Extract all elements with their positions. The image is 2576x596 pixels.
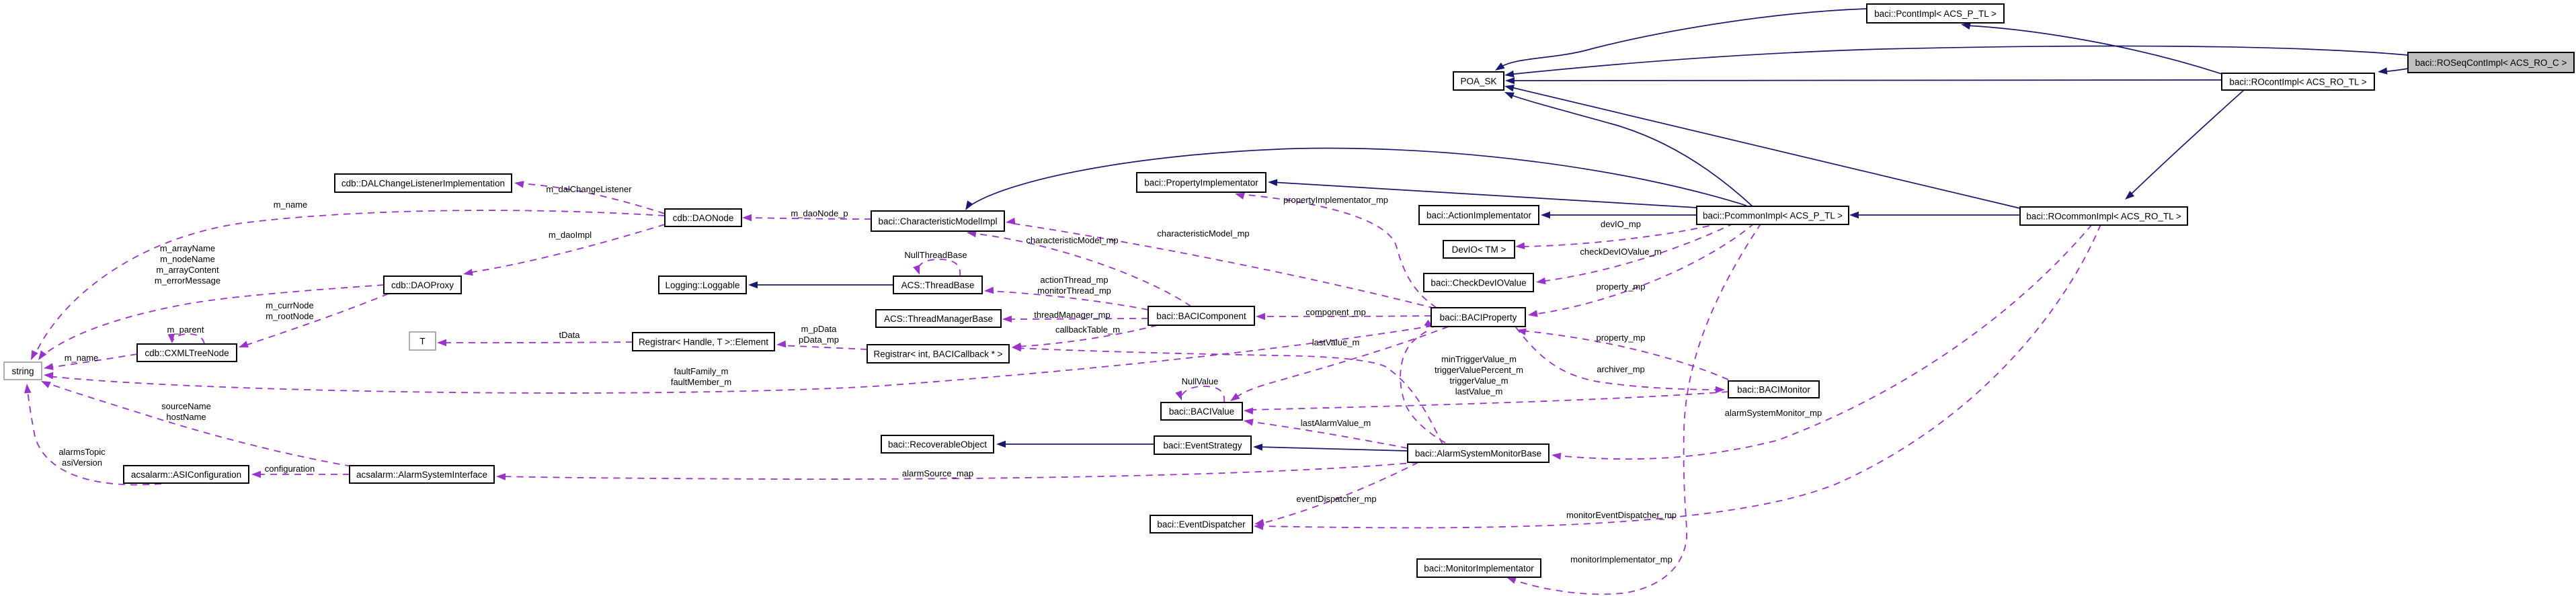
svg-text:callbackTable_m: callbackTable_m	[1055, 325, 1120, 335]
svg-text:characteristicModel_mp: characteristicModel_mp	[1157, 228, 1249, 239]
svg-text:POA_SK: POA_SK	[1460, 77, 1496, 87]
svg-text:acsalarm::ASIConfiguration: acsalarm::ASIConfiguration	[131, 470, 241, 480]
svg-text:faultMember_m: faultMember_m	[671, 377, 731, 387]
svg-text:baci::EventStrategy: baci::EventStrategy	[1163, 441, 1242, 451]
svg-text:cdb::DAOProxy: cdb::DAOProxy	[391, 280, 454, 290]
svg-text:lastAlarmValue_m: lastAlarmValue_m	[1301, 418, 1371, 428]
svg-text:Registrar< int, BACICallback *: Registrar< int, BACICallback * >	[873, 349, 1002, 359]
svg-text:m_dalChangeListener: m_dalChangeListener	[546, 184, 632, 194]
svg-text:m_daoNode_p: m_daoNode_p	[791, 208, 848, 218]
svg-text:pData_mp: pData_mp	[799, 335, 839, 345]
svg-text:actionThread_mp: actionThread_mp	[1040, 275, 1108, 285]
svg-text:m_errorMessage: m_errorMessage	[155, 275, 220, 286]
svg-text:asiVersion: asiVersion	[62, 458, 102, 468]
svg-text:baci::ROcontImpl< ACS_RO_TL >: baci::ROcontImpl< ACS_RO_TL >	[2229, 77, 2366, 87]
svg-text:cdb::DALChangeListenerImplemen: cdb::DALChangeListenerImplementation	[341, 179, 505, 189]
svg-text:T: T	[419, 337, 425, 347]
svg-text:m_arrayContent: m_arrayContent	[156, 265, 219, 275]
svg-text:baci::RecoverableObject: baci::RecoverableObject	[888, 439, 987, 450]
svg-text:m_currNode: m_currNode	[266, 300, 314, 310]
svg-text:Logging::Loggable: Logging::Loggable	[665, 280, 739, 290]
svg-text:minTriggerValue_m: minTriggerValue_m	[1441, 354, 1517, 364]
svg-text:Registrar< Handle, T >::Elemen: Registrar< Handle, T >::Element	[639, 337, 768, 347]
svg-text:alarmSystemMonitor_mp: alarmSystemMonitor_mp	[1725, 408, 1822, 418]
svg-text:baci::MonitorImplementator: baci::MonitorImplementator	[1424, 564, 1534, 574]
svg-text:property_mp: property_mp	[1597, 282, 1646, 292]
svg-text:triggerValuePercent_m: triggerValuePercent_m	[1435, 365, 1523, 375]
svg-text:monitorImplementator_mp: monitorImplementator_mp	[1570, 554, 1673, 564]
svg-text:lastValue_m: lastValue_m	[1312, 337, 1360, 347]
svg-text:monitorEventDispatcher_mp: monitorEventDispatcher_mp	[1566, 510, 1677, 520]
svg-text:archiver_mp: archiver_mp	[1597, 364, 1645, 374]
svg-text:m_arrayName: m_arrayName	[160, 243, 215, 253]
svg-text:baci::PcommonImpl< ACS_P_TL >: baci::PcommonImpl< ACS_P_TL >	[1703, 211, 1843, 221]
svg-text:NullThreadBase: NullThreadBase	[904, 250, 967, 260]
svg-text:ACS::ThreadManagerBase: ACS::ThreadManagerBase	[884, 314, 993, 324]
svg-text:faultFamily_m: faultFamily_m	[674, 366, 729, 376]
svg-text:baci::ROcommonImpl< ACS_RO_TL: baci::ROcommonImpl< ACS_RO_TL >	[2026, 212, 2181, 222]
svg-text:baci::AlarmSystemMonitorBase: baci::AlarmSystemMonitorBase	[1415, 449, 1541, 459]
svg-text:component_mp: component_mp	[1305, 307, 1366, 317]
svg-text:m_pData: m_pData	[801, 324, 838, 334]
svg-text:alarmsTopic: alarmsTopic	[58, 447, 106, 457]
svg-text:m_name: m_name	[274, 200, 308, 210]
svg-text:alarmSource_map: alarmSource_map	[902, 468, 973, 478]
svg-text:NullValue: NullValue	[1182, 376, 1219, 386]
svg-text:baci::EventDispatcher: baci::EventDispatcher	[1157, 519, 1246, 529]
svg-text:m_rootNode: m_rootNode	[266, 311, 314, 321]
svg-text:baci::BACIProperty: baci::BACIProperty	[1440, 312, 1517, 323]
svg-text:ACS::ThreadBase: ACS::ThreadBase	[901, 280, 975, 290]
svg-text:characteristicModel_mp: characteristicModel_mp	[1026, 235, 1118, 245]
svg-text:propertyImplementator_mp: propertyImplementator_mp	[1283, 195, 1388, 205]
svg-text:baci::BACIComponent: baci::BACIComponent	[1156, 311, 1246, 321]
svg-text:baci::BACIMonitor: baci::BACIMonitor	[1737, 385, 1810, 395]
svg-text:devIO_mp: devIO_mp	[1601, 219, 1641, 229]
svg-text:m_name: m_name	[65, 353, 99, 363]
svg-text:baci::PropertyImplementator: baci::PropertyImplementator	[1144, 178, 1258, 188]
svg-text:acsalarm::AlarmSystemInterface: acsalarm::AlarmSystemInterface	[356, 470, 487, 480]
svg-text:string: string	[11, 366, 34, 376]
svg-text:m_daoImpl: m_daoImpl	[549, 230, 592, 240]
svg-text:eventDispatcher_mp: eventDispatcher_mp	[1296, 494, 1376, 504]
svg-text:baci::CharacteristicModelImpl: baci::CharacteristicModelImpl	[878, 216, 997, 226]
svg-text:m_nodeName: m_nodeName	[160, 254, 215, 264]
svg-text:sourceName: sourceName	[161, 401, 211, 411]
svg-text:hostName: hostName	[166, 412, 206, 422]
svg-text:tData: tData	[559, 330, 580, 340]
svg-text:property_mp: property_mp	[1597, 333, 1646, 343]
svg-text:lastValue_m: lastValue_m	[1455, 386, 1503, 396]
svg-text:baci::ActionImplementator: baci::ActionImplementator	[1426, 210, 1532, 220]
svg-text:checkDevIOValue_m: checkDevIOValue_m	[1580, 247, 1661, 257]
svg-text:threadManager_mp: threadManager_mp	[1034, 310, 1110, 320]
svg-text:baci::CheckDevIOValue: baci::CheckDevIOValue	[1431, 278, 1526, 288]
svg-text:triggerValue_m: triggerValue_m	[1449, 376, 1508, 386]
svg-text:cdb::DAONode: cdb::DAONode	[673, 213, 734, 223]
svg-text:monitorThread_mp: monitorThread_mp	[1037, 286, 1111, 296]
svg-text:DevIO< TM >: DevIO< TM >	[1452, 245, 1506, 255]
svg-text:configuration: configuration	[265, 464, 315, 474]
svg-text:baci::BACIValue: baci::BACIValue	[1169, 407, 1234, 417]
svg-text:m_parent: m_parent	[167, 325, 204, 335]
svg-text:baci::ROSeqContImpl< ACS_RO_C: baci::ROSeqContImpl< ACS_RO_C >	[2415, 58, 2567, 68]
svg-text:baci::PcontImpl< ACS_P_TL >: baci::PcontImpl< ACS_P_TL >	[1874, 9, 1997, 19]
svg-text:cdb::CXMLTreeNode: cdb::CXMLTreeNode	[145, 348, 229, 358]
